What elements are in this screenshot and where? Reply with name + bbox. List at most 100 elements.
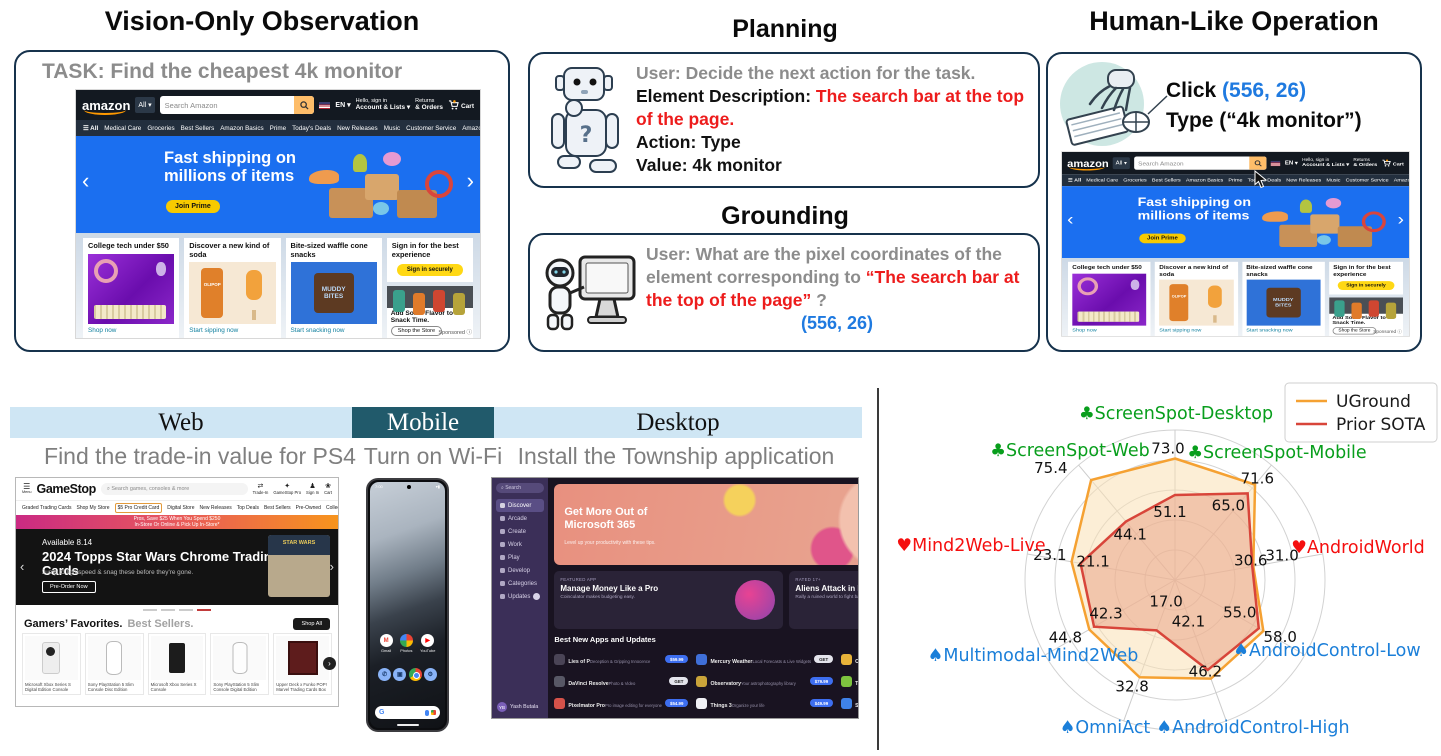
messages-app-icon[interactable]: ▣ [393, 668, 407, 681]
cart-button[interactable]: Cart [1382, 159, 1404, 167]
app-row[interactable]: Cashculator — Personal FinancePlan & For… [841, 650, 858, 668]
menu-icon[interactable]: ☰Menu [22, 482, 32, 495]
amazon-logo[interactable]: amazon [82, 97, 131, 115]
search-icon[interactable] [294, 96, 315, 114]
carousel-prev-icon[interactable]: ‹ [20, 559, 25, 574]
nav-item[interactable]: Customer Service [406, 124, 457, 132]
search-category-dropdown[interactable]: All ▾ [135, 97, 155, 113]
nav-item[interactable]: Top Deals [236, 505, 259, 511]
language-selector[interactable]: EN ▾ [1284, 160, 1298, 167]
nav-item[interactable]: Amazon Basics [1185, 177, 1224, 183]
amazon-logo[interactable]: amazon [1067, 157, 1109, 171]
nav-item[interactable]: Groceries [1123, 177, 1147, 183]
card-link[interactable]: Start snacking now [1246, 327, 1293, 334]
sign-in-securely-button[interactable]: Sign in securely [1337, 281, 1395, 291]
nav-item[interactable]: ☰ All [1068, 177, 1082, 183]
nav-item[interactable]: Music [383, 124, 401, 132]
amazon-search-bar[interactable]: Search Amazon [1133, 156, 1267, 170]
nav-item[interactable]: Medical Care [104, 124, 142, 132]
header-icon-gamestop-pro[interactable]: ✦GameStop Pro [273, 482, 302, 495]
product-card[interactable]: Sony PlayStation 5 Slim Console Digital … [210, 633, 270, 696]
product-card[interactable]: Sony PlayStation 5 Slim Console Disc Edi… [84, 633, 144, 696]
nav-item[interactable]: Amazon Home [462, 124, 480, 132]
shop-all-button[interactable]: Shop All [293, 617, 330, 630]
nav-item[interactable]: Shop My Store [76, 505, 110, 511]
sidebar-item-updates[interactable]: Updates [496, 590, 544, 603]
carousel-prev-icon[interactable]: ‹ [82, 168, 90, 193]
nav-item[interactable]: Groceries [147, 124, 175, 132]
pre-order-button[interactable]: Pre-Order Now [42, 581, 96, 593]
returns-orders[interactable]: Returns& Orders [415, 98, 443, 112]
app-row[interactable]: ObservatoryYour astrophotography library… [696, 672, 834, 690]
search-icon[interactable] [1249, 156, 1267, 170]
product-card[interactable]: Upper Deck x Funko POP! Marvel Trading C… [273, 633, 332, 696]
nav-item[interactable]: New Releases [337, 124, 378, 132]
app-icon-youtube[interactable]: ▶YouTube [420, 634, 435, 653]
header-icon-sign-in[interactable]: ♟Sign In [306, 482, 320, 495]
sidebar-item-categories[interactable]: Categories [496, 577, 544, 590]
sidebar-item-play[interactable]: Play [496, 551, 544, 564]
app-row[interactable]: TownshipTurn a place into a metropolisGE… [841, 672, 858, 690]
header-icon-trade-in[interactable]: ⇄Trade-In [252, 482, 269, 495]
nav-item[interactable]: Today's Deals [292, 124, 332, 132]
sidebar-item-discover[interactable]: Discover [496, 499, 545, 512]
nav-item[interactable]: Pre-Owned [295, 505, 321, 511]
sidebar-item-work[interactable]: Work [496, 538, 544, 551]
nav-item[interactable]: New Releases [1286, 177, 1322, 183]
nav-item[interactable]: Graded Trading Cards [22, 505, 72, 511]
lens-icon[interactable] [431, 710, 436, 715]
shop-the-store-button[interactable]: Shop the Store [390, 326, 443, 336]
mic-icon[interactable] [425, 709, 429, 716]
nav-item[interactable]: Best Sellers [263, 505, 291, 511]
search-category-dropdown[interactable]: All ▾ [1113, 157, 1130, 170]
sidebar-item-create[interactable]: Create [496, 525, 544, 538]
language-selector[interactable]: EN ▾ [335, 102, 351, 109]
shop-the-store-button[interactable]: Shop the Store [1332, 327, 1377, 335]
card-link[interactable]: Start snacking now [290, 327, 345, 334]
nav-item[interactable]: $5 Pro Credit Card [114, 503, 163, 513]
phone-app-icon[interactable]: ✆ [378, 668, 392, 681]
featured-card[interactable]: FEATURED APP Manage Money Like a Pro Coi… [554, 571, 784, 629]
app-row[interactable]: Mercury WeatherLocal Forecasts & Live Wi… [696, 650, 834, 668]
sign-in-securely-button[interactable]: Sign in securely [396, 264, 463, 277]
nav-item[interactable]: Medical Care [1086, 177, 1119, 183]
gamestop-logo[interactable]: GameStop [36, 482, 97, 496]
cart-button[interactable]: Cart [448, 100, 474, 110]
nav-item[interactable]: Customer Service [1345, 177, 1389, 183]
app-get-button[interactable]: GET [814, 655, 834, 663]
nav-item[interactable]: ☰ All [83, 124, 99, 132]
nav-item[interactable]: Music [1326, 177, 1341, 183]
app-row[interactable]: Lies of PDeception & Gripping Innocence$… [554, 650, 689, 668]
products-next-icon[interactable]: › [323, 657, 336, 670]
product-card[interactable]: Microsoft Xbox Series S Digital Edition … [22, 633, 81, 696]
settings-app-icon[interactable]: ⚙ [423, 668, 437, 681]
nav-item[interactable]: Collectibles [325, 505, 338, 511]
card-link[interactable]: Shop now [1072, 327, 1097, 334]
chrome-app-icon[interactable] [408, 668, 422, 681]
nav-item[interactable]: New Releases [199, 505, 232, 511]
sidebar-item-develop[interactable]: Develop [496, 564, 544, 577]
carousel-dots[interactable] [16, 605, 338, 614]
app-row[interactable]: Things 3Organize your life$49.99 [696, 694, 834, 712]
nav-item[interactable]: Best Sellers [1151, 177, 1181, 183]
app-get-button[interactable]: GET [669, 677, 689, 685]
nav-item[interactable]: Amazon Basics [220, 124, 264, 132]
app-get-button[interactable]: $79.99 [809, 677, 834, 685]
sidebar-item-arcade[interactable]: Arcade [496, 512, 544, 525]
join-prime-button[interactable]: Join Prime [1139, 233, 1186, 244]
carousel-prev-icon[interactable]: ‹ [1067, 209, 1074, 229]
app-row[interactable]: Pixelmator ProPro image editing for ever… [554, 694, 689, 712]
app-get-button[interactable]: $49.99 [809, 699, 834, 707]
amazon-search-bar[interactable]: Search Amazon [159, 96, 315, 114]
nav-item[interactable]: Prime [269, 124, 287, 132]
app-get-button[interactable]: $54.99 [665, 699, 689, 707]
featured-card[interactable]: RATED 17+ Aliens Attack in Elex II Rally… [789, 571, 858, 629]
home-bar[interactable] [396, 724, 419, 726]
nav-item[interactable]: Amazon Home [1393, 177, 1409, 183]
app-row[interactable]: Spark Mail + AI Email & InboxSmart Mailb… [841, 694, 858, 712]
store-hero-banner[interactable]: Get More Out of Microsoft 365 Level up y… [554, 484, 858, 565]
nav-item[interactable]: Prime [1228, 177, 1243, 183]
